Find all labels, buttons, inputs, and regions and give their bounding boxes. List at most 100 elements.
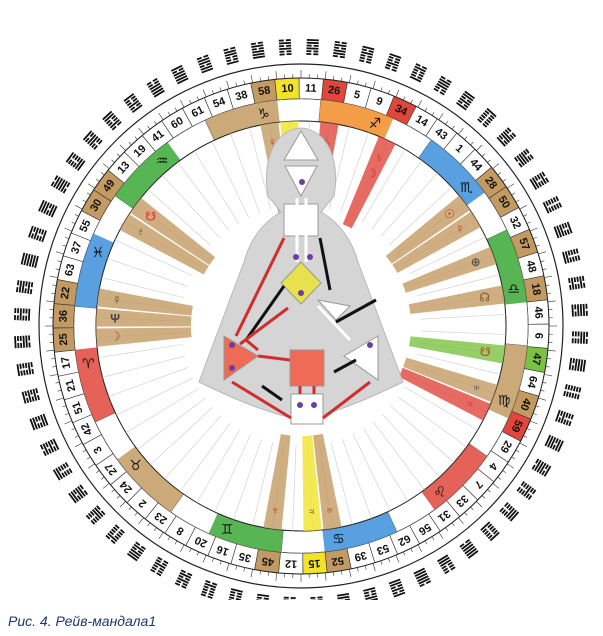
activation-spoke [385,195,471,264]
planet-symbol-icon: ☽ [110,330,121,344]
gate-number: 36 [57,310,69,323]
hexagram-icon [52,462,73,481]
activation-spoke [398,367,491,421]
hexagram-icon [174,569,193,589]
activation-spoke [119,214,209,275]
hexagram-icon [20,252,39,268]
zodiac-colour-band [486,230,527,305]
zodiac-colour-band [75,347,116,422]
outer-ring-outline [38,63,564,589]
zodiac-sign-icon: ♈ [82,356,95,372]
hexagram-ring [13,38,589,600]
hexagram-icon [29,413,49,431]
gate-number: 55 [78,218,94,234]
activation-spoke [302,435,322,531]
hexagram-icon [310,596,323,600]
hexagram-icon [196,54,214,74]
gate-number: 37 [69,240,84,256]
channel [333,358,357,374]
hexagram-icon [65,151,86,171]
hexagram-icon [105,524,125,545]
hexagram-icon [68,484,89,504]
gate-number: 58 [257,84,271,98]
activation-spoke [313,433,342,530]
hexagram-icon [553,221,573,239]
zodiac-sign-icon: ♊ [221,521,234,537]
hexagram-icon [200,580,218,599]
gate-number: 39 [353,549,368,564]
gate-dot [299,179,305,185]
hexagram-icon [568,357,587,372]
channel [257,354,291,362]
zodiac-colour-band [208,513,284,553]
gate-number: 57 [516,236,531,252]
zodiac-sign-icon: ♌ [434,483,447,499]
gate-number: 5 [353,89,362,102]
throat-center [283,203,319,237]
bodygraph [198,127,404,425]
gate-dot [229,365,235,371]
gate-number: 41 [150,128,167,145]
hexagram-icon [562,248,581,264]
hexagram-icon [50,175,71,194]
gate-number: 23 [152,509,169,526]
hexagram-icon [16,361,34,377]
zodiac-sign-icon: ♋ [332,531,345,547]
hexagram-icon [363,587,378,600]
gate-number: 30 [88,197,105,214]
planet-symbol-icon: ♅ [472,380,481,394]
planet-symbol-icon: ♆ [271,503,280,517]
planet-symbol-icon: ♅ [325,503,334,517]
gate-number: 10 [281,83,294,96]
gate-number: 43 [433,126,450,143]
gate-number: 38 [234,89,249,104]
gate-number: 32 [507,215,523,231]
activation-spoke [402,246,497,293]
hexagram-icon [228,588,243,600]
hexagram-icon [21,388,40,404]
hexagram-icon [571,331,589,344]
planet-symbol-icon: ♃ [465,397,474,411]
gate-dot [293,254,299,260]
hexagram-icon [544,434,564,453]
gate-number: 60 [169,115,186,132]
gate-number: 46 [532,306,545,319]
gate-number: 15 [308,557,321,570]
hexagram-icon [123,93,143,114]
zodiac-colour-band [74,233,114,309]
hexagram-icon [85,505,106,525]
activation-spoke [403,357,498,403]
channel [322,380,371,420]
gate-number: 59 [508,418,524,434]
hexagram-icon [250,41,266,59]
gate-dot [298,290,304,296]
planet-symbol-icon: ♄ [375,150,384,164]
gate-number: 6 [532,333,544,340]
hexagram-icon [531,458,552,477]
hexagram-icon [571,303,588,317]
root-center [290,393,324,425]
hexagram-icon [14,335,31,349]
planet-symbol-icon: ⊕ [471,255,481,269]
gate-number: 52 [331,554,345,568]
hexagram-icon [555,409,574,427]
hexagram-icon [513,148,534,168]
gate-number: 49 [101,177,118,194]
hexagram-icon [283,596,296,600]
hexagram-icon [384,53,402,72]
head-center [283,130,319,161]
hexagram-icon [126,541,146,562]
hexagram-icon [170,64,189,85]
gate-number: 25 [58,333,71,346]
activation-spoke [409,336,506,364]
gate-dot [367,342,373,348]
zodiac-sign-icon: ♉ [129,457,142,473]
zodiac-colour-band [117,446,184,512]
gate-number: 11 [305,82,317,94]
gate-number: 31 [435,507,452,524]
activation-spoke [96,327,192,347]
degree-ticks [45,70,557,582]
gate-number: 53 [375,541,391,556]
gate-number: 26 [327,84,341,98]
